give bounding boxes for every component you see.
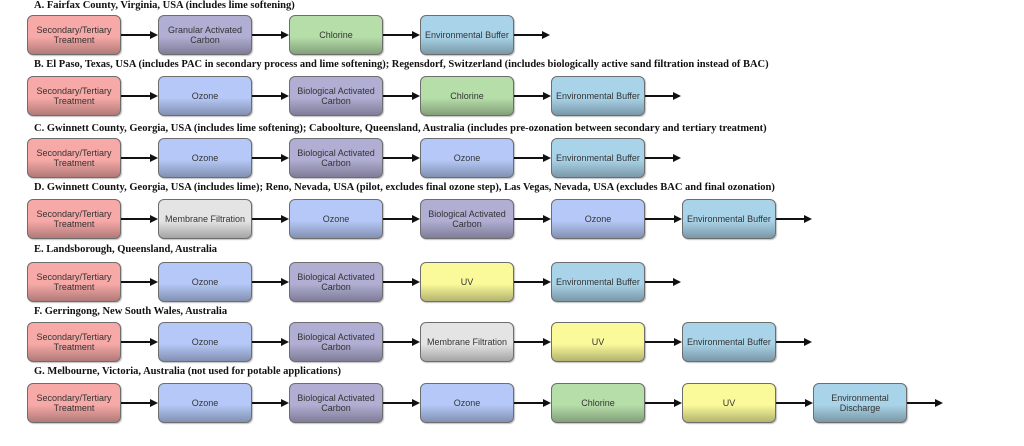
row-g-arrow-1	[121, 398, 158, 408]
row-d-arrow-6	[776, 214, 812, 224]
row-b-heading: B. El Paso, Texas, USA (includes PAC in …	[34, 59, 769, 70]
row-a-step-3: Chlorine	[289, 15, 383, 55]
row-b-arrow-3	[383, 91, 420, 101]
row-e-arrow-1	[121, 277, 158, 287]
row-g-step-3: Biological Activated Carbon	[289, 383, 383, 423]
row-e-arrow-3	[383, 277, 420, 287]
row-f-arrow-1	[121, 337, 158, 347]
row-f-heading: F. Gerringong, New South Wales, Australi…	[34, 306, 228, 317]
row-c-step-1: Secondary/Tertiary Treatment	[27, 138, 121, 178]
row-b-step-1: Secondary/Tertiary Treatment	[27, 76, 121, 116]
row-g-step-5: Chlorine	[551, 383, 645, 423]
row-f-step-3: Biological Activated Carbon	[289, 322, 383, 362]
row-c-arrow-2	[252, 153, 289, 163]
row-f-step-2: Ozone	[158, 322, 252, 362]
row-g-arrow-2	[252, 398, 289, 408]
row-c-step-2: Ozone	[158, 138, 252, 178]
row-c-step-3: Biological Activated Carbon	[289, 138, 383, 178]
row-c-arrow-4	[514, 153, 551, 163]
row-e-arrow-2	[252, 277, 289, 287]
row-f-arrow-4	[514, 337, 551, 347]
row-f-step-1: Secondary/Tertiary Treatment	[27, 322, 121, 362]
row-a-arrow-3	[383, 30, 420, 40]
row-f-arrow-6	[776, 337, 812, 347]
row-d-step-1: Secondary/Tertiary Treatment	[27, 199, 121, 239]
row-g-heading: G. Melbourne, Victoria, Australia (not u…	[34, 366, 341, 377]
row-d-arrow-3	[383, 214, 420, 224]
row-g-arrow-3	[383, 398, 420, 408]
row-a-heading: A. Fairfax County, Virginia, USA (includ…	[34, 0, 295, 11]
row-d-arrow-4	[514, 214, 551, 224]
row-c-arrow-1	[121, 153, 158, 163]
row-d-arrow-5	[645, 214, 682, 224]
row-e-arrow-4	[514, 277, 551, 287]
row-f-step-5: UV	[551, 322, 645, 362]
row-e-step-4: UV	[420, 262, 514, 302]
row-b-step-4: Chlorine	[420, 76, 514, 116]
row-b-arrow-2	[252, 91, 289, 101]
row-g-step-7: Environmental Discharge	[813, 383, 907, 423]
row-d-heading: D. Gwinnett County, Georgia, USA (includ…	[34, 182, 775, 193]
row-e-step-2: Ozone	[158, 262, 252, 302]
row-b-step-3: Biological Activated Carbon	[289, 76, 383, 116]
row-g-step-6: UV	[682, 383, 776, 423]
row-e-arrow-5	[645, 277, 681, 287]
row-b-arrow-5	[645, 91, 681, 101]
row-d-step-5: Ozone	[551, 199, 645, 239]
row-d-arrow-1	[121, 214, 158, 224]
row-f-step-6: Environmental Buffer	[682, 322, 776, 362]
row-g-step-2: Ozone	[158, 383, 252, 423]
row-b-step-2: Ozone	[158, 76, 252, 116]
row-a-arrow-2	[252, 30, 289, 40]
row-b-arrow-4	[514, 91, 551, 101]
row-f-arrow-2	[252, 337, 289, 347]
row-a-step-1: Secondary/Tertiary Treatment	[27, 15, 121, 55]
row-c-arrow-3	[383, 153, 420, 163]
row-d-step-2: Membrane Filtration	[158, 199, 252, 239]
row-g-arrow-6	[776, 398, 813, 408]
row-a-arrow-4	[514, 30, 550, 40]
row-c-step-5: Environmental Buffer	[551, 138, 645, 178]
row-g-arrow-5	[645, 398, 682, 408]
row-b-step-5: Environmental Buffer	[551, 76, 645, 116]
row-a-step-4: Environmental Buffer	[420, 15, 514, 55]
row-g-arrow-7	[907, 398, 943, 408]
row-a-arrow-1	[121, 30, 158, 40]
row-f-step-4: Membrane Filtration	[420, 322, 514, 362]
row-f-arrow-3	[383, 337, 420, 347]
row-c-heading: C. Gwinnett County, Georgia, USA (includ…	[34, 123, 767, 134]
row-e-step-1: Secondary/Tertiary Treatment	[27, 262, 121, 302]
row-f-arrow-5	[645, 337, 682, 347]
row-d-step-6: Environmental Buffer	[682, 199, 776, 239]
row-c-arrow-5	[645, 153, 681, 163]
row-e-step-5: Environmental Buffer	[551, 262, 645, 302]
row-e-heading: E. Landsborough, Queensland, Australia	[34, 244, 218, 255]
row-d-step-3: Ozone	[289, 199, 383, 239]
row-g-step-4: Ozone	[420, 383, 514, 423]
row-e-step-3: Biological Activated Carbon	[289, 262, 383, 302]
row-a-step-2: Granular Activated Carbon	[158, 15, 252, 55]
row-g-step-1: Secondary/Tertiary Treatment	[27, 383, 121, 423]
row-d-step-4: Biological Activated Carbon	[420, 199, 514, 239]
row-c-step-4: Ozone	[420, 138, 514, 178]
row-b-arrow-1	[121, 91, 158, 101]
row-d-arrow-2	[252, 214, 289, 224]
row-g-arrow-4	[514, 398, 551, 408]
